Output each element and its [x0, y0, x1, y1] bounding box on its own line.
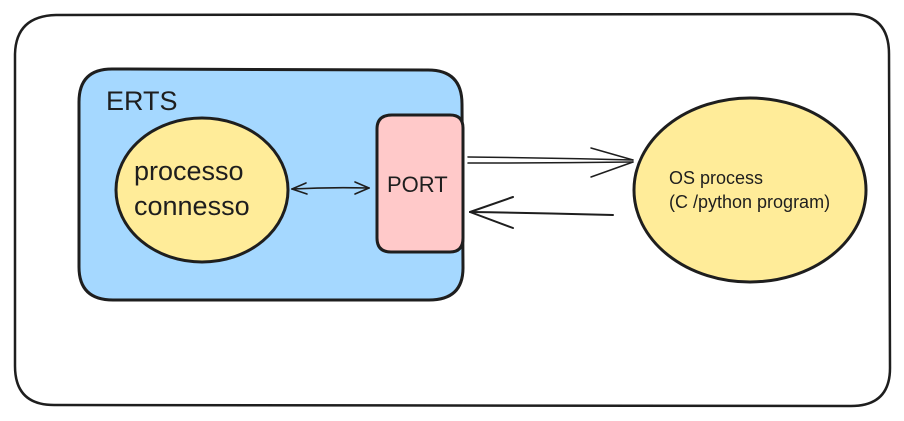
os-process-label-line1: OS process: [669, 168, 764, 188]
port-to-os-arrow: [467, 147, 634, 178]
processo-connesso-label: processo connesso: [134, 154, 250, 224]
os-process-label: OS process (C /python program): [669, 166, 830, 214]
processo-connesso-node: [114, 116, 290, 264]
process-port-bidirectional-arrow: [291, 181, 370, 195]
os-process-label-line2: (C /python program): [669, 192, 831, 212]
port-node: [375, 113, 465, 254]
erts-label: ERTS: [106, 86, 178, 116]
os-process-node: [632, 96, 868, 284]
port-label: PORT: [387, 172, 448, 197]
processo-connesso-label-line1: processo: [134, 156, 244, 186]
processo-connesso-label-line2: connesso: [134, 191, 250, 221]
os-to-port-arrow: [469, 196, 614, 229]
